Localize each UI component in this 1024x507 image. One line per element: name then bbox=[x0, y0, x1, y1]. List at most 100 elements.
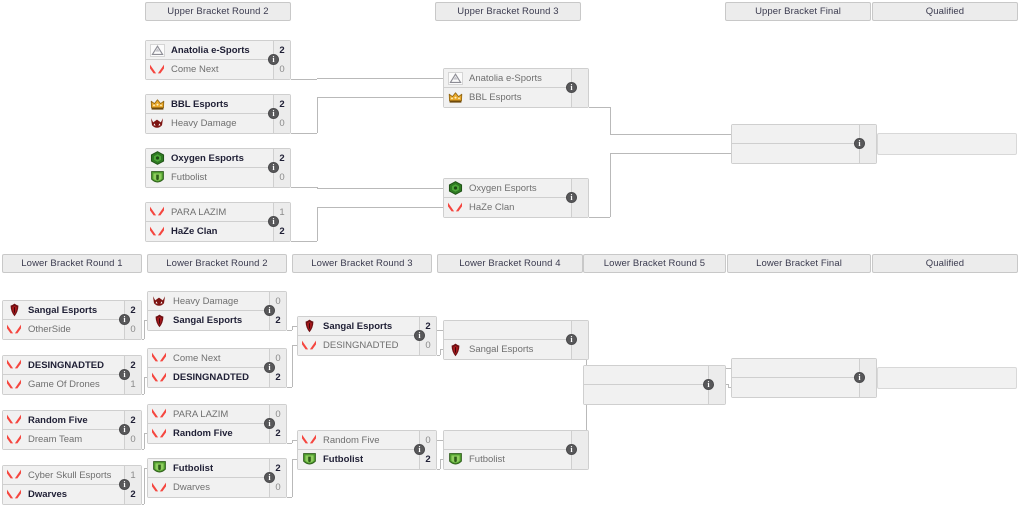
match-info-icon[interactable]: i bbox=[414, 444, 425, 455]
team-score: 0 bbox=[273, 168, 290, 187]
match-row-bottom[interactable] bbox=[732, 378, 876, 397]
match-info-icon[interactable]: i bbox=[264, 418, 275, 429]
match-info-icon[interactable]: i bbox=[566, 334, 577, 345]
match-box[interactable]: Sangal Esports bbox=[443, 320, 589, 360]
match-row-top[interactable]: Anatolia e-Sports bbox=[444, 68, 588, 88]
match-row-top[interactable] bbox=[444, 430, 588, 450]
match-info-icon[interactable]: i bbox=[119, 314, 130, 325]
match-row-top[interactable] bbox=[444, 320, 588, 340]
match-info-icon[interactable]: i bbox=[854, 372, 865, 383]
team-score bbox=[571, 88, 588, 107]
connector-line bbox=[437, 440, 440, 441]
round-header-lower-5: Lower Bracket Final bbox=[727, 254, 871, 273]
team-name: Come Next bbox=[171, 64, 219, 75]
match-row-top[interactable] bbox=[732, 124, 876, 144]
valorant-logo-icon bbox=[444, 198, 466, 217]
qualified-slot[interactable] bbox=[877, 133, 1017, 155]
match-info-icon[interactable]: i bbox=[119, 424, 130, 435]
match-info-icon[interactable]: i bbox=[268, 54, 279, 65]
match-row-bottom[interactable]: Futbolist bbox=[444, 450, 588, 469]
team-name: BBL Esports bbox=[171, 98, 229, 110]
valorant-logo-icon bbox=[146, 60, 168, 79]
match-box[interactable]: Futbolist bbox=[443, 430, 589, 470]
connector-line bbox=[292, 459, 297, 460]
connector-line bbox=[317, 188, 443, 189]
match-info-icon[interactable]: i bbox=[119, 369, 130, 380]
match-info-icon[interactable]: i bbox=[268, 162, 279, 173]
match-info-icon[interactable]: i bbox=[566, 192, 577, 203]
qualified-slot[interactable] bbox=[877, 367, 1017, 389]
match-box[interactable] bbox=[731, 124, 877, 164]
match-info-icon[interactable]: i bbox=[268, 216, 279, 227]
valorant-logo-icon bbox=[3, 485, 25, 504]
match-row-bottom[interactable] bbox=[732, 144, 876, 163]
match-info-icon[interactable]: i bbox=[119, 479, 130, 490]
match-row-bottom[interactable]: HaZe Clan bbox=[444, 198, 588, 217]
match-info-icon[interactable]: i bbox=[566, 444, 577, 455]
team-name: PARA LAZIM bbox=[171, 206, 227, 218]
match-info-icon[interactable]: i bbox=[264, 472, 275, 483]
match-info-icon[interactable]: i bbox=[264, 362, 275, 373]
connector-line bbox=[437, 330, 440, 331]
bbl-logo-icon bbox=[444, 88, 466, 107]
match-box[interactable] bbox=[731, 358, 877, 398]
match-row-bottom[interactable]: BBL Esports bbox=[444, 88, 588, 107]
match-info-icon[interactable]: i bbox=[264, 305, 275, 316]
match-info-icon[interactable]: i bbox=[414, 330, 425, 341]
team-score: 0 bbox=[269, 478, 286, 497]
match-info-icon[interactable]: i bbox=[703, 379, 714, 390]
match-info-icon[interactable]: i bbox=[566, 82, 577, 93]
team-name: Game Of Drones bbox=[28, 379, 100, 390]
match-row-bottom[interactable] bbox=[584, 385, 725, 404]
round-header-lower-1: Lower Bracket Round 2 bbox=[147, 254, 287, 273]
match-row-bottom[interactable]: Sangal Esports bbox=[444, 340, 588, 359]
match-info-icon[interactable]: i bbox=[268, 108, 279, 119]
connector-line bbox=[291, 79, 317, 80]
connector-line bbox=[610, 153, 611, 217]
match-info-icon[interactable]: i bbox=[854, 138, 865, 149]
match-box[interactable] bbox=[583, 365, 726, 405]
futbolist-logo-icon bbox=[148, 459, 170, 478]
valorant-logo-icon bbox=[148, 349, 170, 368]
connector-line bbox=[292, 440, 293, 443]
round-header-upper-0: Upper Bracket Round 2 bbox=[145, 2, 291, 21]
